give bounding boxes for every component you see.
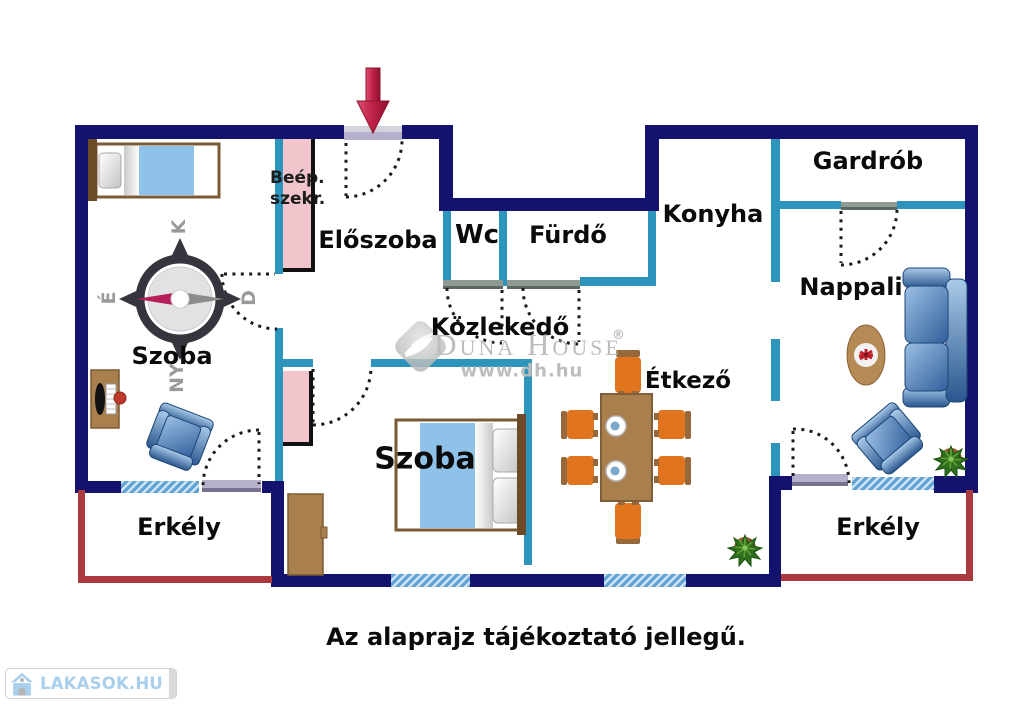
builtin-wardrobe-label: Beép. szekr. (270, 168, 326, 209)
lakasok-logo-text: LAKASOK.HU (40, 674, 164, 693)
room-label-szoba2: Szoba (374, 441, 476, 477)
wc-door-arc (445, 287, 504, 345)
balcony-walls (78, 490, 973, 583)
compass-letter-east: K (168, 219, 190, 235)
lakasok-logo: LAKASOK.HU (5, 668, 177, 699)
compass-letter-north: É (98, 291, 120, 305)
window-hatches (121, 477, 934, 587)
gardrob-door-arc (839, 208, 899, 267)
room-label-etkezo: Étkező (644, 368, 732, 394)
lakasok-house-icon (10, 672, 34, 696)
szoba1-balcony-door-arc (201, 428, 261, 487)
single-bed (88, 139, 221, 201)
plant-nappali (932, 444, 970, 479)
entrance-arrow-icon (356, 67, 390, 135)
compass-icon (119, 238, 241, 360)
double-bed (394, 414, 526, 535)
room-label-gardrob: Gardrób (812, 147, 924, 175)
desk (90, 369, 127, 429)
furdo-door-arc (521, 287, 581, 346)
room-label-konyha: Konyha (662, 200, 764, 228)
room-label-szoba1: Szoba (131, 342, 213, 370)
room-label-wc: Wc (454, 220, 500, 250)
watermark-text: Duna House (434, 327, 622, 362)
room-label-eloszoba: Előszoba (318, 226, 438, 254)
szoba1-door-arc (220, 272, 278, 331)
watermark-registered-mark: ® (612, 328, 625, 343)
nappali-balcony-door-arc (791, 427, 851, 484)
lakasok-logo-tab (169, 669, 176, 698)
room-label-erkely-right: Erkély (836, 513, 920, 541)
compass-letter-south: D (238, 290, 260, 306)
armchair-nappali (851, 402, 924, 475)
room-label-erkely-left: Erkély (137, 513, 221, 541)
armchair-szoba1 (146, 402, 214, 471)
compass-letter-west: NY (166, 363, 188, 393)
sofa (902, 267, 968, 408)
flower (858, 349, 874, 361)
builtin-wardrobe (283, 139, 315, 272)
entrance-door-arc (344, 139, 404, 199)
room-label-nappali: Nappali (799, 273, 903, 301)
watermark-url: www.dh.hu (460, 360, 584, 382)
inner-walls (275, 139, 965, 565)
dining-set (561, 350, 691, 544)
watermark-diamond-icon (395, 321, 446, 372)
plates (605, 415, 627, 482)
dining-table (600, 393, 653, 502)
room-label-kozlekedo: Közlekedő (430, 313, 570, 341)
side-table (846, 324, 886, 386)
szoba2-door-arc (311, 366, 373, 427)
szoba2-wardrobe (283, 371, 313, 446)
szoba2-cabinet (287, 493, 328, 576)
plant-etkezo (726, 533, 764, 568)
outer-walls (75, 125, 978, 587)
caption: Az alaprajz tájékoztató jellegű. (326, 623, 746, 651)
room-label-furdo: Fürdő (529, 221, 607, 249)
